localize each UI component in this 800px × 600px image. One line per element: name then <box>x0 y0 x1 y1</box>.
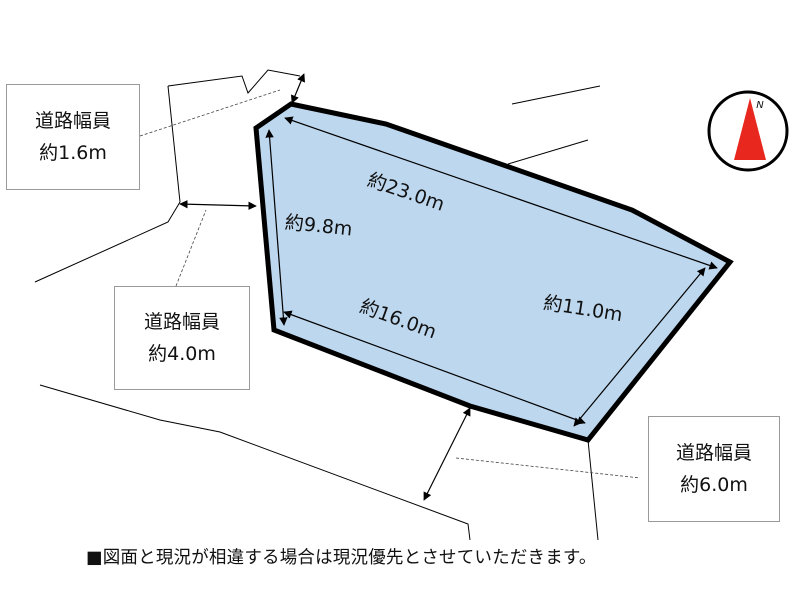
north-arrow-icon <box>734 98 766 160</box>
dim-line-top <box>284 116 718 270</box>
leader-line-3 <box>455 457 641 479</box>
dim-line-right <box>573 267 706 427</box>
leader-line-2 <box>175 209 207 287</box>
road-width-title: 道路幅員 <box>34 110 111 132</box>
road-width-value: 約6.0m <box>680 474 748 496</box>
dimension-lines <box>265 116 718 427</box>
leader-line-1 <box>139 89 281 137</box>
narrow-road-left-line <box>167 85 181 203</box>
upper-right-line <box>511 85 601 105</box>
left-road-line <box>34 201 181 283</box>
right-road-line <box>587 439 599 541</box>
road-width-arrows <box>179 73 471 501</box>
lower-road-line <box>39 384 471 541</box>
road-width-box-right: 道路幅員 約6.0m <box>648 416 780 522</box>
compass-north-letter: N <box>756 100 764 111</box>
dim-line-bottom <box>283 310 586 425</box>
rear-boundary-line <box>507 139 589 165</box>
road-arrow-left <box>179 200 257 210</box>
dim-line-left <box>265 129 288 326</box>
road-width-title: 道路幅員 <box>143 311 220 333</box>
road-width-title: 道路幅員 <box>675 442 752 464</box>
road-arrow-lower <box>423 407 471 501</box>
leader-lines <box>139 89 641 479</box>
road-width-box-upper: 道路幅員 約1.6m <box>6 84 140 190</box>
upper-road-line <box>167 69 301 94</box>
road-width-value: 約1.6m <box>39 142 107 164</box>
disclaimer-note: ■図面と現況が相違する場合は現況優先とさせていただきます。 <box>86 548 597 568</box>
road-arrow-upper <box>291 73 305 104</box>
north-compass: N <box>707 90 789 172</box>
road-width-value: 約4.0m <box>148 343 216 365</box>
road-width-box-left: 道路幅員 約4.0m <box>114 286 250 390</box>
